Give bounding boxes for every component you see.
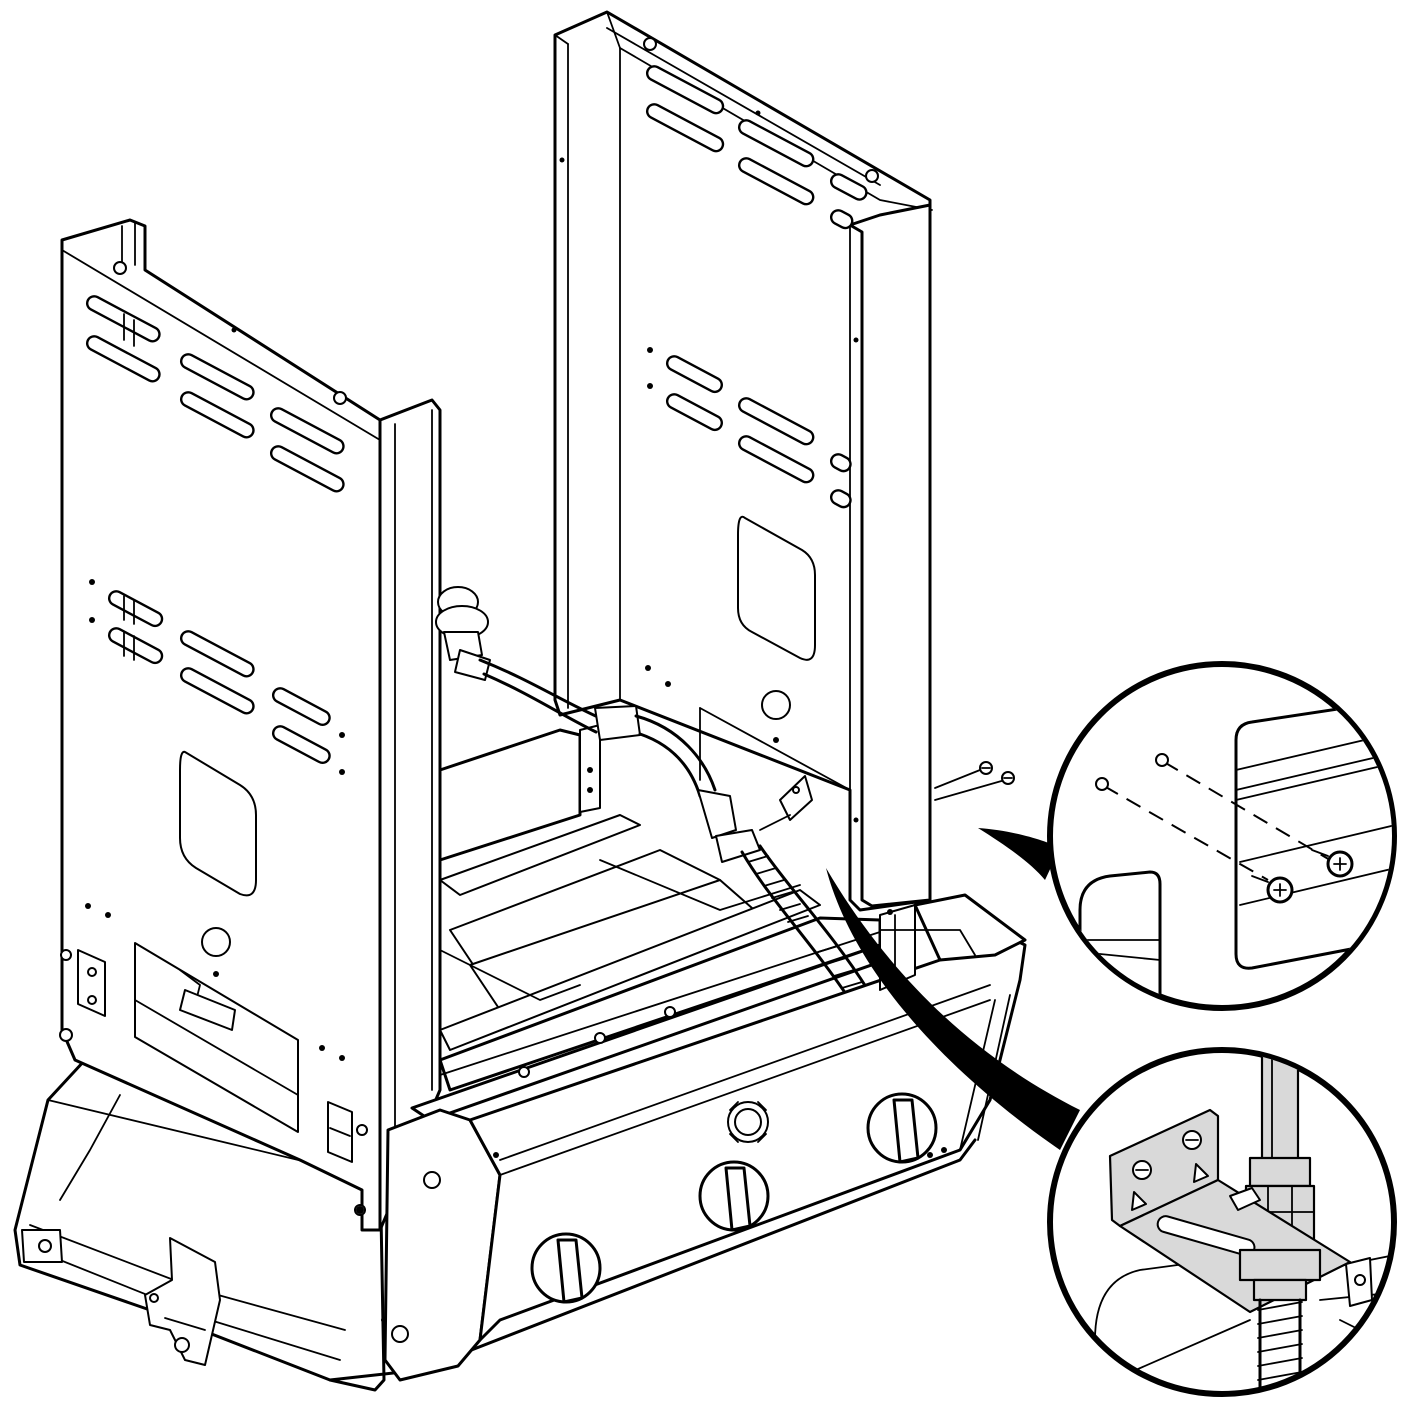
gas-regulator-icon — [435, 586, 491, 681]
left-side-panel-icon — [59, 218, 442, 1232]
callout-pointer-upper — [978, 828, 1060, 880]
magnified-screw-detail-icon — [1047, 661, 1397, 1011]
inner-frame — [410, 724, 902, 1122]
callout-pointer-lower — [826, 868, 1080, 1150]
right-side-panel-icon — [553, 10, 933, 912]
screw-icon — [934, 761, 1015, 801]
control-knob-icon — [530, 1092, 938, 1304]
magnified-bracket-detail-icon — [1047, 1047, 1397, 1397]
gas-hose-icon — [478, 658, 870, 1002]
ignition-button-icon — [727, 1101, 769, 1143]
